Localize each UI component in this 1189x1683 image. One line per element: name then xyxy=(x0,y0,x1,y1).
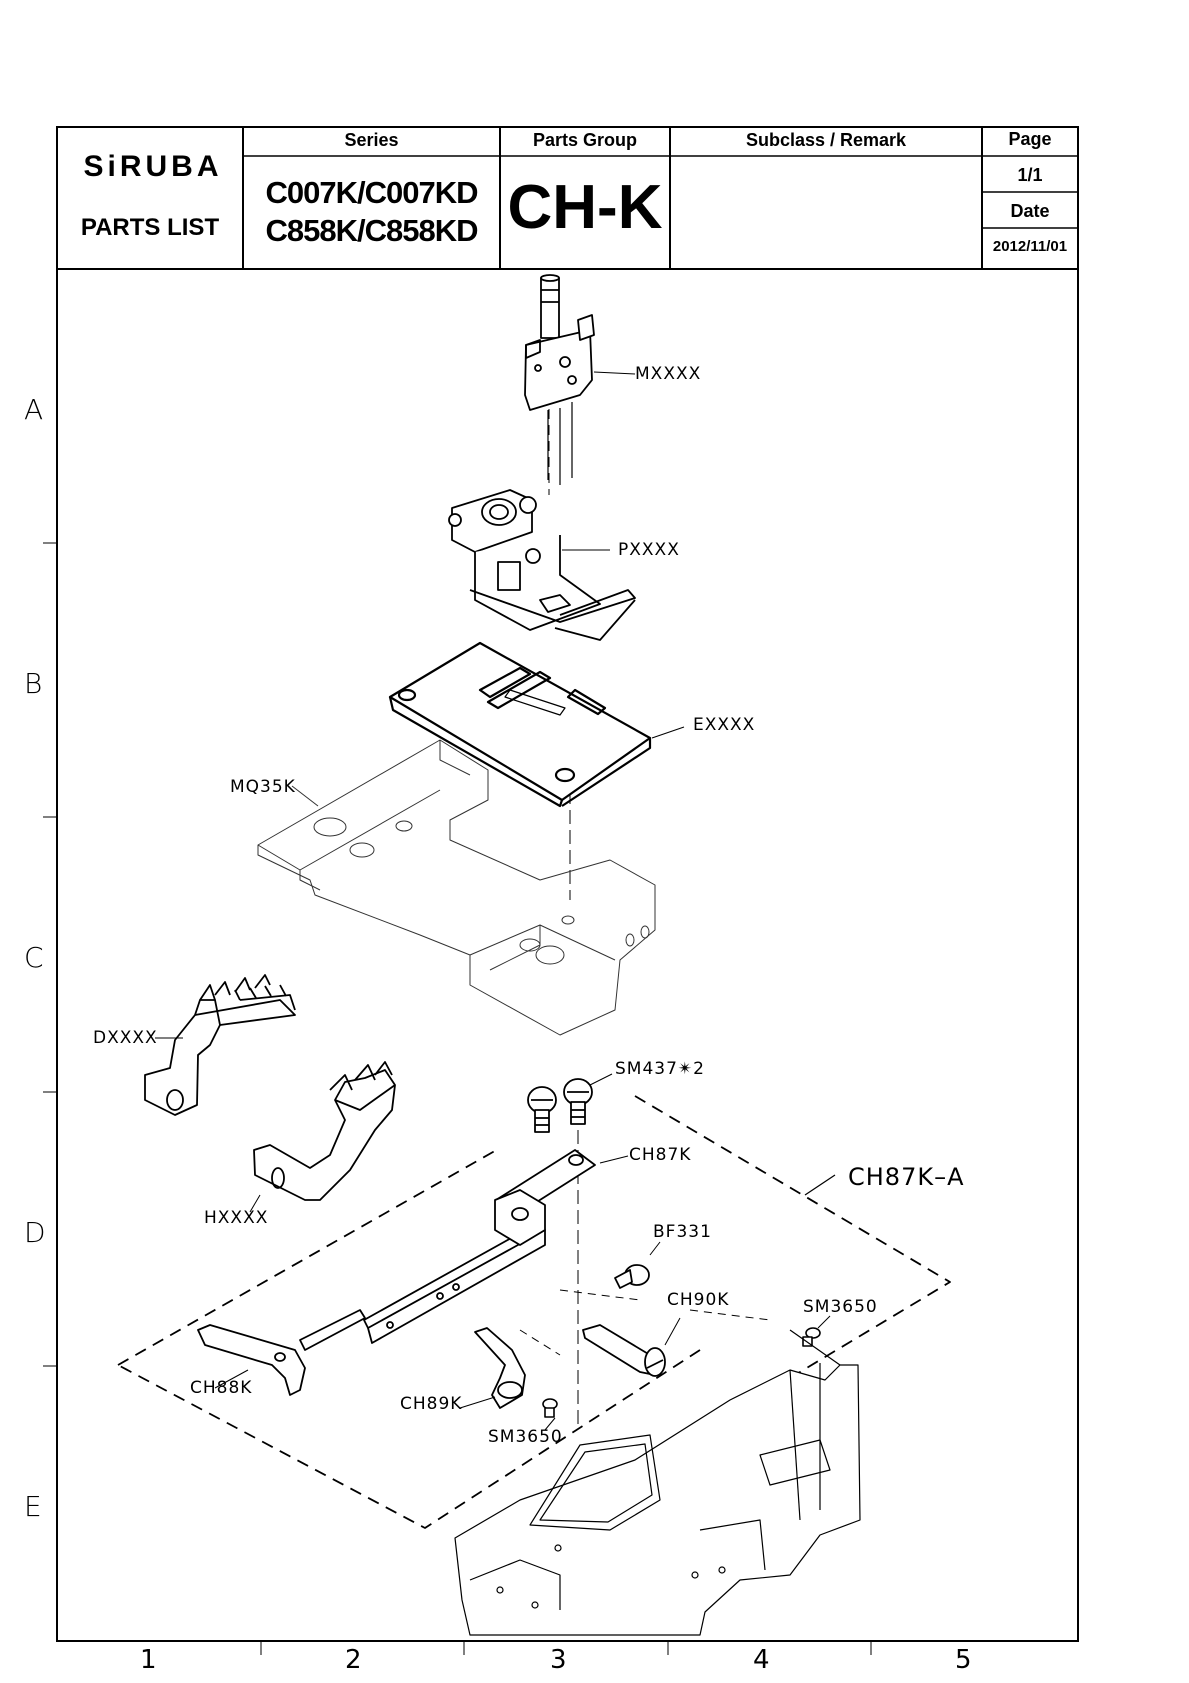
link-ch90k-part xyxy=(583,1318,680,1376)
link-ch89k-part xyxy=(460,1328,525,1408)
screw-bf331-part xyxy=(615,1242,660,1288)
feed-dog-part xyxy=(145,975,295,1115)
callout-sm3650-upper: SM3650 xyxy=(803,1297,878,1317)
callout-mxxxx: MXXXX xyxy=(635,364,701,384)
callout-sm3650-lower: SM3650 xyxy=(488,1427,563,1447)
presser-foot-part xyxy=(449,490,635,640)
screw-pair-part xyxy=(528,1074,612,1132)
callout-dxxxx: DXXXX xyxy=(93,1028,158,1048)
callout-ch88k: CH88K xyxy=(190,1378,252,1398)
callout-mq35k: MQ35K xyxy=(230,777,296,797)
callout-sm437: SM437✴2 xyxy=(615,1059,705,1079)
lever-ch87k-part xyxy=(364,1150,628,1343)
callout-exxxx: EXXXX xyxy=(693,715,755,735)
callout-ch90k: CH90K xyxy=(667,1290,729,1310)
callout-bf331: BF331 xyxy=(653,1222,712,1242)
callout-ch89k: CH89K xyxy=(400,1394,462,1414)
callout-pxxxx: PXXXX xyxy=(618,540,680,560)
needle-clamp-part xyxy=(525,275,635,485)
callout-ch87k: CH87K xyxy=(629,1145,691,1165)
needle-plate-part xyxy=(390,643,684,806)
callout-ch87k-a: CH87K–A xyxy=(848,1163,965,1191)
differential-feed-dog-part xyxy=(250,1062,395,1212)
screw-sm3650-lower-part xyxy=(543,1399,557,1430)
callout-hxxxx: HXXXX xyxy=(204,1208,268,1228)
